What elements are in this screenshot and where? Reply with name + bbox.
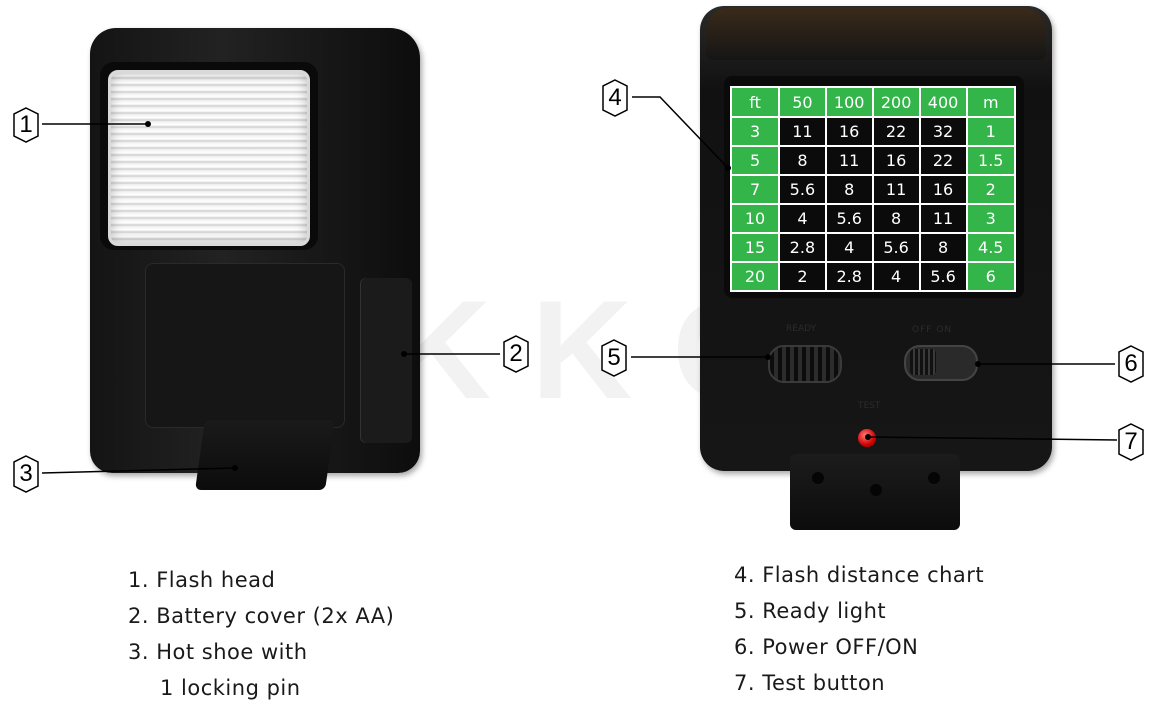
chart-row: 5 8 11 16 22 1.5 xyxy=(729,145,1017,176)
chart-value-cell: 8 xyxy=(918,232,968,263)
flash-back-top xyxy=(706,8,1046,60)
chart-value-cell: 4 xyxy=(871,261,921,292)
power-switch-knob[interactable] xyxy=(910,349,936,375)
flash-unit-front xyxy=(90,28,420,498)
chart-value-cell: 2.8 xyxy=(778,232,827,263)
test-button[interactable] xyxy=(858,429,876,447)
chart-ft-cell: 7 xyxy=(729,174,781,205)
ready-light xyxy=(768,345,842,383)
chart-value-cell: 2 xyxy=(778,261,827,292)
chart-value-cell: 22 xyxy=(918,145,968,176)
chart-value-cell: 32 xyxy=(918,116,968,147)
legend-item: 5. Ready light xyxy=(734,599,887,623)
legend-right: 4. Flash distance chart 5. Ready light 6… xyxy=(734,557,984,701)
hot-shoe-back xyxy=(790,454,960,530)
chart-m-cell: 1 xyxy=(965,116,1017,147)
off-on-label: OFF ON xyxy=(912,325,953,335)
chart-m-cell: 1.5 xyxy=(965,145,1017,176)
chart-value-cell: 16 xyxy=(918,174,968,205)
chart-header-cell: 50 xyxy=(778,86,827,118)
test-label: TEST xyxy=(858,401,881,411)
chart-value-cell: 5.6 xyxy=(778,174,827,205)
callout-number: 4 xyxy=(608,84,622,111)
chart-value-cell: 2.8 xyxy=(824,261,874,292)
chart-value-cell: 8 xyxy=(824,174,874,205)
shoe-hole xyxy=(928,472,940,484)
chart-value-cell: 4 xyxy=(778,203,827,234)
shoe-hole xyxy=(870,484,882,496)
chart-header-row: ft 50 100 200 400 m xyxy=(729,86,1017,118)
legend-item: 1. Flash head xyxy=(128,568,276,592)
chart-value-cell: 8 xyxy=(778,145,827,176)
chart-m-cell: 2 xyxy=(965,174,1017,205)
battery-cover-panel xyxy=(145,263,345,428)
chart-header-cell: ft xyxy=(729,86,781,118)
chart-header-cell: m xyxy=(965,86,1017,118)
legend-item: 3. Hot shoe with xyxy=(128,640,308,664)
flash-distance-chart: ft 50 100 200 400 m 3 11 16 22 32 1 5 8 … xyxy=(729,86,1017,292)
chart-value-cell: 22 xyxy=(871,116,921,147)
legend-item: 1 locking pin xyxy=(160,676,301,700)
legend-item: 4. Flash distance chart xyxy=(734,563,985,587)
chart-ft-cell: 15 xyxy=(729,232,781,263)
callout-number: 5 xyxy=(607,344,621,371)
chart-value-cell: 11 xyxy=(871,174,921,205)
chart-row: 15 2.8 4 5.6 8 4.5 xyxy=(729,232,1017,263)
battery-cover-side xyxy=(360,278,412,443)
chart-ft-cell: 5 xyxy=(729,145,781,176)
legend-left: 1. Flash head 2. Battery cover (2x AA) 3… xyxy=(128,562,394,706)
chart-row: 10 4 5.6 8 11 3 xyxy=(729,203,1017,234)
callout-number: 2 xyxy=(509,340,523,367)
chart-value-cell: 5.6 xyxy=(918,261,968,292)
chart-header-cell: 200 xyxy=(871,86,921,118)
chart-header-cell: 100 xyxy=(824,86,874,118)
chart-value-cell: 16 xyxy=(871,145,921,176)
chart-value-cell: 11 xyxy=(824,145,874,176)
callout-number: 1 xyxy=(19,111,33,138)
chart-value-cell: 8 xyxy=(871,203,921,234)
chart-ft-cell: 3 xyxy=(729,116,781,147)
chart-value-cell: 5.6 xyxy=(871,232,921,263)
chart-value-cell: 11 xyxy=(778,116,827,147)
ready-label: READY xyxy=(786,324,817,334)
chart-m-cell: 6 xyxy=(965,261,1017,292)
chart-header-cell: 400 xyxy=(918,86,968,118)
chart-ft-cell: 20 xyxy=(729,261,781,292)
chart-value-cell: 5.6 xyxy=(824,203,874,234)
chart-row: 7 5.6 8 11 16 2 xyxy=(729,174,1017,205)
hot-shoe-foot xyxy=(195,420,335,490)
chart-m-cell: 4.5 xyxy=(965,232,1017,263)
chart-m-cell: 3 xyxy=(965,203,1017,234)
legend-item: 2. Battery cover (2x AA) xyxy=(128,604,395,628)
flash-head-lens xyxy=(108,70,310,246)
callout-number: 3 xyxy=(19,460,33,487)
chart-ft-cell: 10 xyxy=(729,203,781,234)
chart-row: 3 11 16 22 32 1 xyxy=(729,116,1017,147)
chart-value-cell: 4 xyxy=(824,232,874,263)
callout-number: 6 xyxy=(1124,350,1138,377)
legend-item: 7. Test button xyxy=(734,671,886,695)
legend-item: 6. Power OFF/ON xyxy=(734,635,919,659)
callout-number: 7 xyxy=(1124,428,1138,455)
chart-value-cell: 11 xyxy=(918,203,968,234)
chart-row: 20 2 2.8 4 5.6 6 xyxy=(729,261,1017,292)
chart-value-cell: 16 xyxy=(824,116,874,147)
shoe-hole xyxy=(812,472,824,484)
